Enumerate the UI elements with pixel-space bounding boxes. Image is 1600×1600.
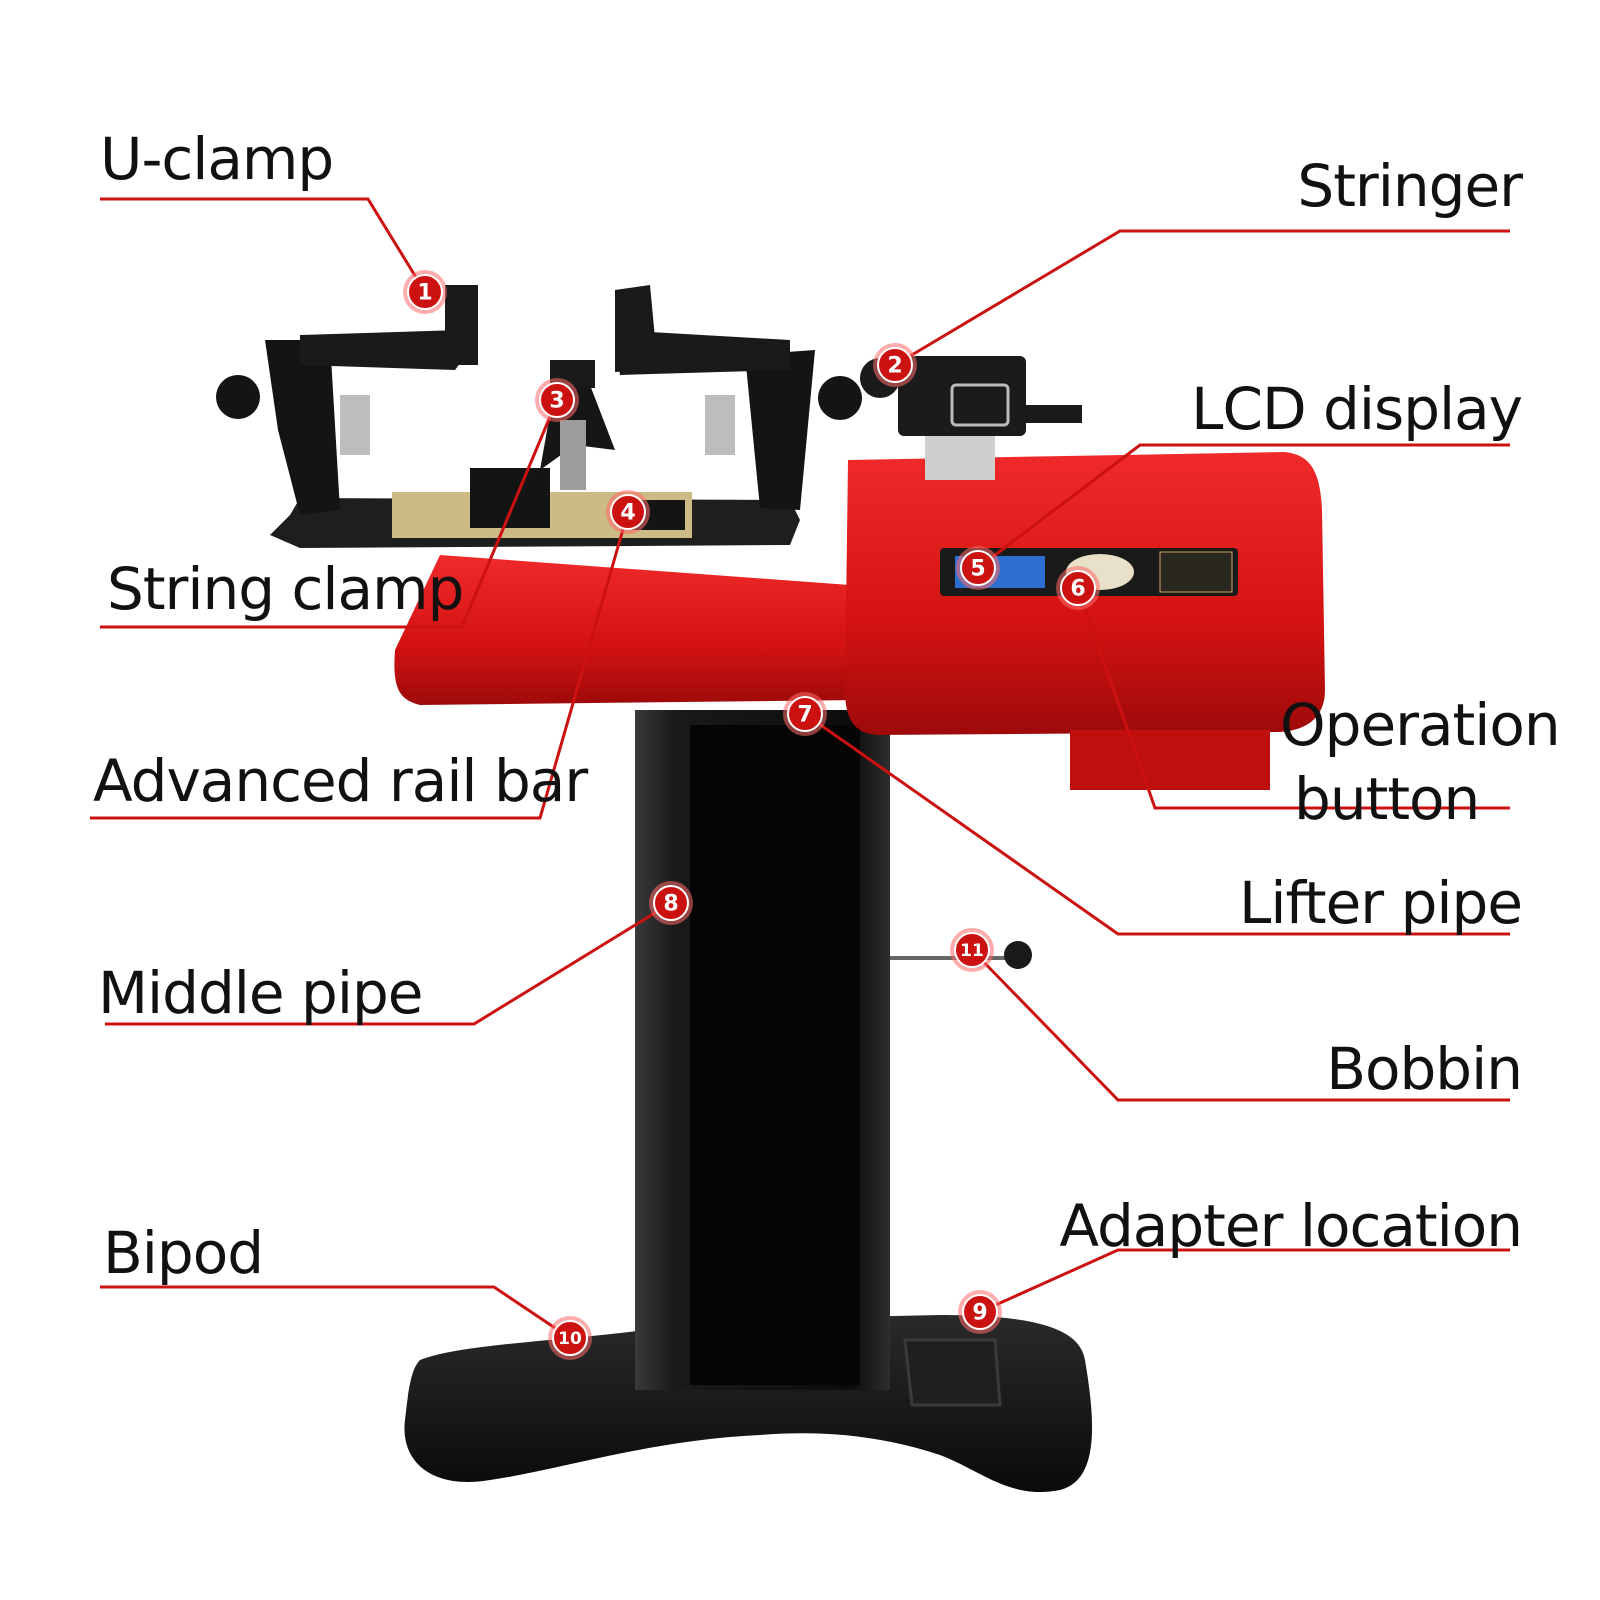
badge-circle: [552, 1320, 588, 1356]
label-stringer: Stringer: [1297, 152, 1523, 220]
leader-line-11: [970, 948, 1510, 1102]
label-advanced-rail-bar: Advanced rail bar: [93, 747, 588, 815]
leader-lines: [90, 197, 1510, 1340]
badge-number: 10: [558, 1329, 582, 1349]
badge-circle: [960, 550, 996, 586]
badge-11: 11: [950, 928, 994, 972]
left-mount: [216, 285, 478, 515]
leader-line-2: [894, 229, 1510, 367]
badge-number: 7: [797, 703, 812, 728]
number-badges: 1 2 3 4 5 6 7 8 9 10 11: [403, 270, 1100, 1360]
leader-line-9: [979, 1248, 1510, 1314]
badge-circle: [407, 274, 443, 310]
badge-number: 2: [887, 354, 902, 379]
badge-number: 11: [960, 941, 984, 961]
leader-line-10: [100, 1285, 571, 1340]
badge-number: 9: [972, 1301, 987, 1326]
rail-platform: [270, 468, 800, 548]
badge-3: 3: [535, 378, 579, 422]
badge-2: 2: [873, 343, 917, 387]
bipod-base: [404, 1315, 1093, 1492]
leader-line-3: [100, 399, 559, 629]
badge-number: 8: [663, 892, 678, 917]
label-operation-button: Operation button: [1280, 688, 1561, 836]
badge-8: 8: [649, 881, 693, 925]
label-middle-pipe: Middle pipe: [98, 959, 423, 1027]
label-string-clamp: String clamp: [107, 555, 464, 623]
label-bipod: Bipod: [103, 1219, 264, 1287]
badge-number: 5: [970, 557, 985, 582]
label-lifter-pipe: Lifter pipe: [1239, 869, 1523, 937]
label-bobbin: Bobbin: [1326, 1035, 1523, 1103]
label-u-clamp: U-clamp: [100, 125, 334, 193]
leader-line-7: [804, 712, 1510, 936]
label-operation-button-line1: Operation: [1280, 691, 1561, 759]
badge-circle: [1060, 570, 1096, 606]
label-adapter-location: Adapter location: [1059, 1192, 1523, 1260]
badge-circle: [962, 1294, 998, 1330]
badge-number: 3: [549, 389, 564, 414]
leader-line-5: [977, 443, 1510, 570]
badge-number: 6: [1070, 577, 1085, 602]
badge-6: 6: [1056, 566, 1100, 610]
badge-5: 5: [956, 546, 1000, 590]
badge-10: 10: [548, 1316, 592, 1360]
badge-1: 1: [403, 270, 447, 314]
badge-circle: [653, 885, 689, 921]
leader-line-4: [90, 511, 630, 820]
leader-line-1: [100, 197, 427, 293]
label-operation-button-line2: button: [1294, 765, 1480, 833]
middle-pipe-shape: [635, 710, 890, 1390]
badge-circle: [539, 382, 575, 418]
badge-circle: [877, 347, 913, 383]
badge-circle: [954, 932, 990, 968]
badge-number: 4: [620, 501, 635, 526]
leader-line-8: [105, 901, 672, 1026]
badge-7: 7: [783, 692, 827, 736]
badge-number: 1: [417, 281, 432, 306]
right-mount: [615, 285, 862, 510]
leader-line-6: [1076, 587, 1510, 810]
badge-9: 9: [958, 1290, 1002, 1334]
badge-4: 4: [606, 490, 650, 534]
badge-circle: [610, 494, 646, 530]
badge-circle: [787, 696, 823, 732]
label-lcd-display: LCD display: [1191, 375, 1523, 443]
